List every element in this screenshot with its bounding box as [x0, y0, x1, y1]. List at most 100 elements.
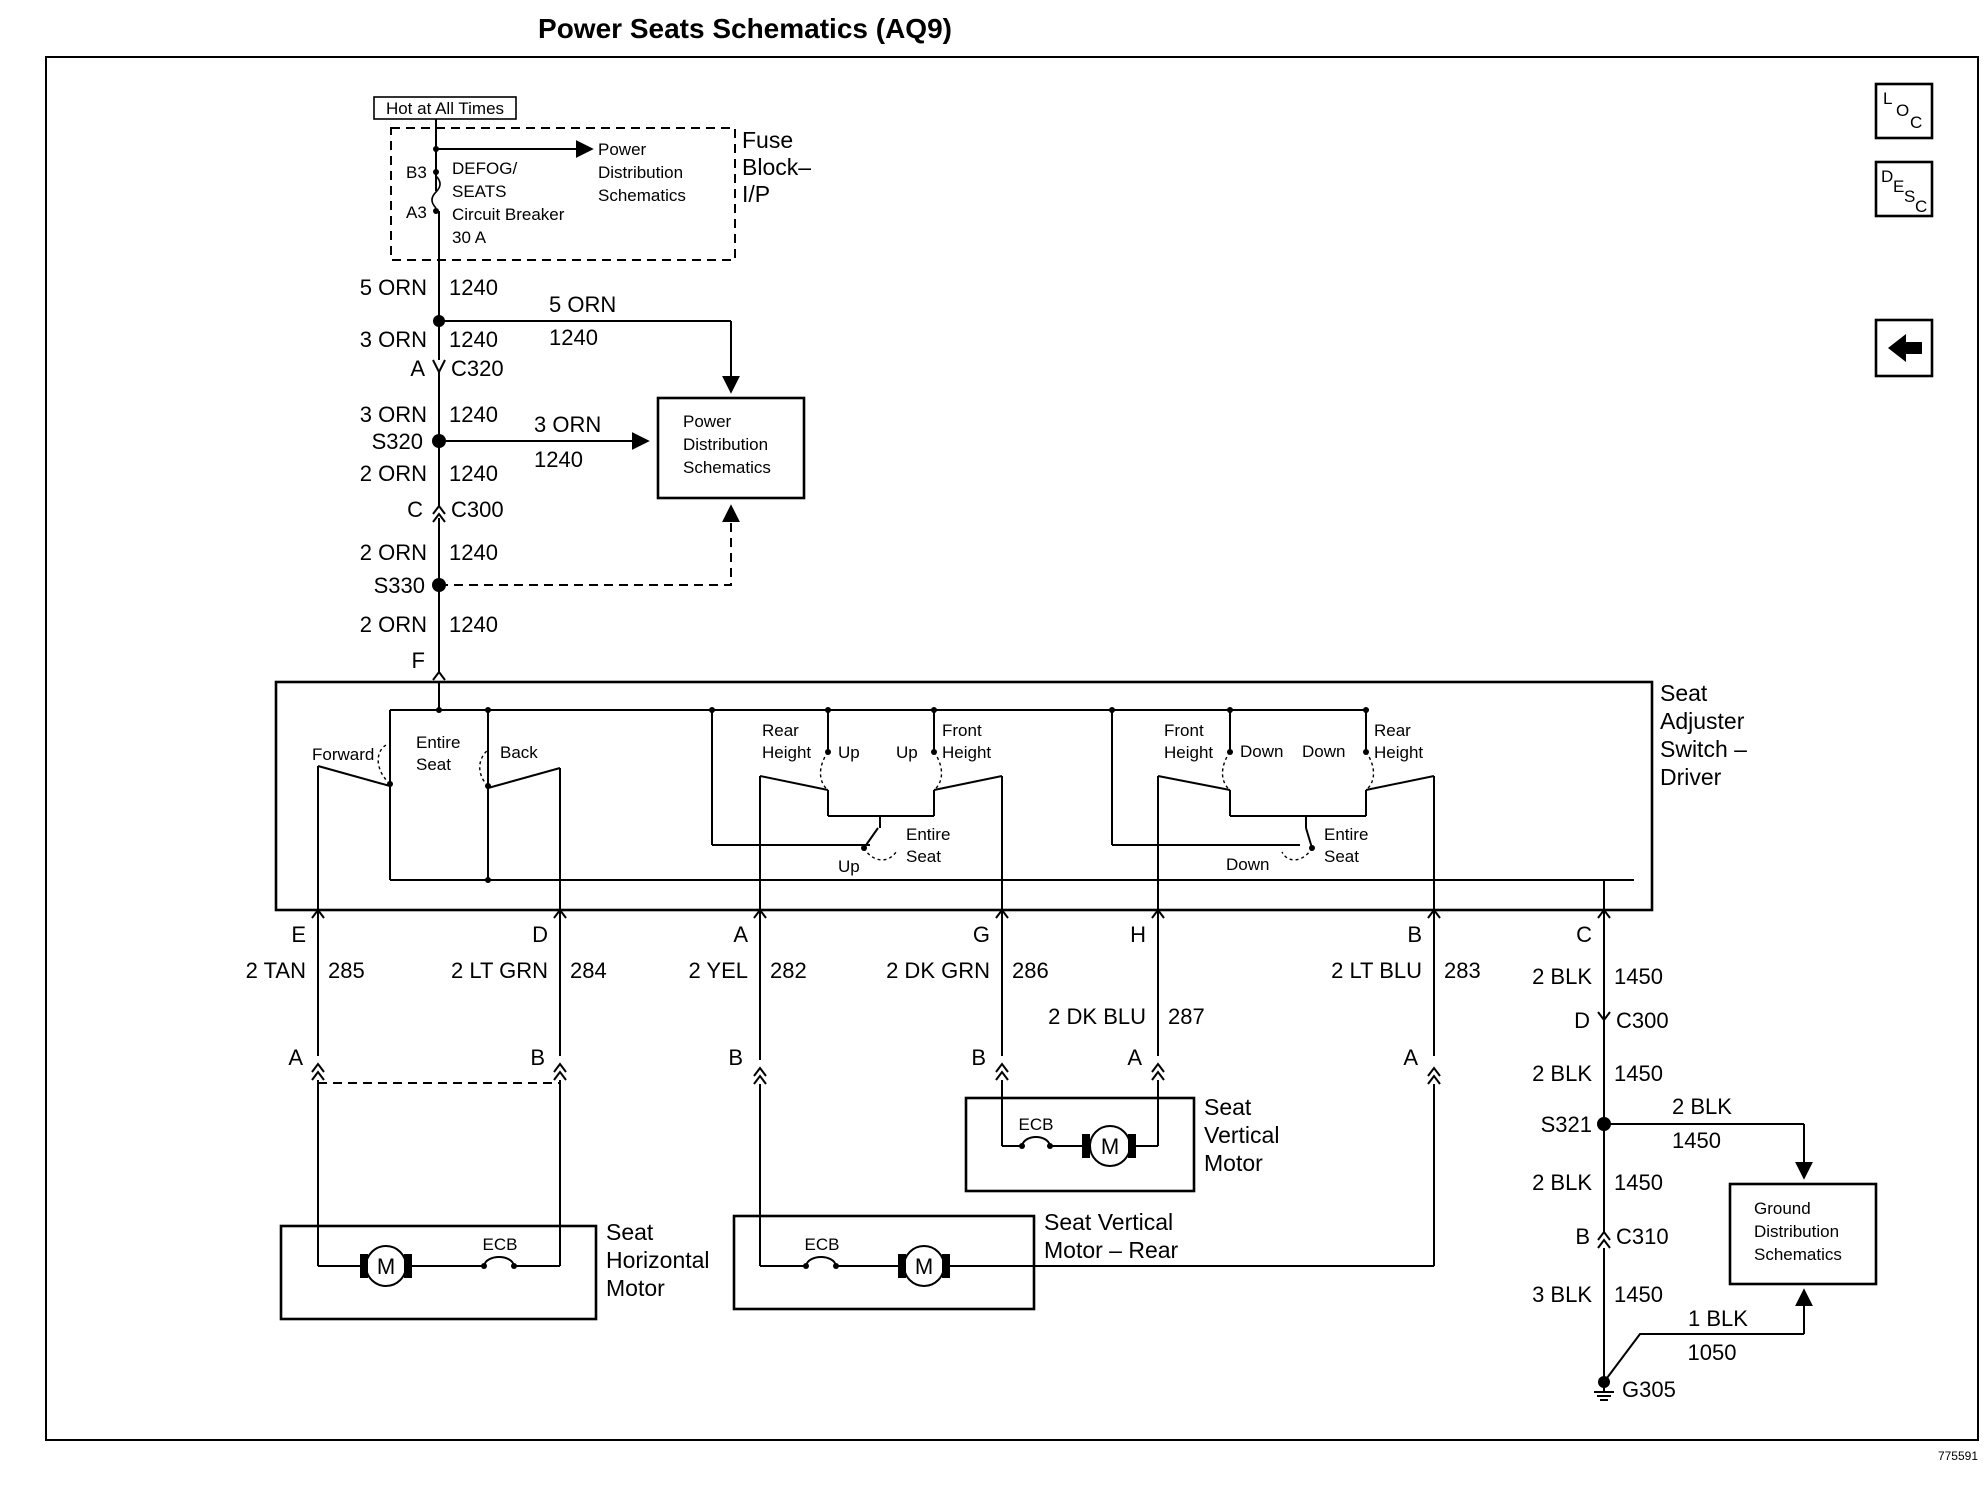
- front-label-1: Seat: [1204, 1094, 1252, 1120]
- pin-a3: A3: [406, 203, 427, 222]
- power-dist-box-1: Power: [683, 412, 732, 431]
- s320-branch-circuit: 1240: [534, 447, 583, 472]
- back-button[interactable]: [1874, 318, 1934, 378]
- gauge-287: 2 DK BLU: [1048, 1004, 1146, 1029]
- front-down-lever: [1157, 775, 1231, 791]
- ground-c300-label: C300: [1616, 1008, 1669, 1033]
- loc-letter-2: O: [1896, 101, 1909, 120]
- rear-motor-brush-r: [942, 1254, 950, 1278]
- breaker-a3-node: [433, 208, 439, 214]
- seat-vertical-motor-box: [964, 1096, 1196, 1193]
- circuit-287: 287: [1168, 1004, 1205, 1029]
- hot-at-all-times-label: Hot at All Times: [386, 99, 504, 118]
- rear-down-throw: [1365, 751, 1375, 791]
- horiz-label-2: Horizontal: [606, 1247, 710, 1273]
- gauge-282: 2 YEL: [688, 958, 748, 983]
- fuse-block-outline: [390, 127, 736, 261]
- feed-w3-circuit: 1240: [449, 402, 498, 427]
- rear-up-throw: [819, 751, 829, 791]
- rear-label-2: Motor – Rear: [1044, 1237, 1179, 1263]
- ground-w4-circuit: 1450: [1614, 1282, 1663, 1307]
- ground-w3-circuit: 1450: [1614, 1170, 1663, 1195]
- loc-letter-3: C: [1910, 113, 1922, 132]
- gauge-286: 2 DK GRN: [886, 958, 990, 983]
- switch-label-4: Driver: [1660, 764, 1722, 790]
- down-label-1: Down: [1240, 742, 1283, 761]
- front-motor-brush-l: [1082, 1134, 1090, 1158]
- rear-ecb-dot-r: [833, 1263, 839, 1269]
- entire-down-throw: [1281, 847, 1313, 861]
- rear-down-lever: [1365, 775, 1435, 791]
- c320-label: C320: [451, 356, 504, 381]
- ground-w2-gauge: 2 BLK: [1532, 1061, 1592, 1086]
- breaker-line-2: SEATS: [452, 182, 506, 201]
- front-ecb-dot-l: [1019, 1143, 1025, 1149]
- front-down-throw: [1221, 751, 1231, 791]
- front-motor-brush-r: [1128, 1134, 1136, 1158]
- rear-label-1: Seat Vertical: [1044, 1209, 1173, 1235]
- pin-h-connector: [1151, 908, 1165, 919]
- horiz-motor-brush-r: [404, 1254, 412, 1278]
- loc-letter-1: L: [1883, 89, 1892, 108]
- feed-w2-gauge: 3 ORN: [360, 327, 427, 352]
- c310-pin: B: [1575, 1224, 1590, 1249]
- horiz-b-connector: [553, 1062, 567, 1081]
- bus-node-f: [436, 707, 442, 713]
- down-label-3: Down: [1226, 855, 1269, 874]
- front-label-2: Vertical: [1204, 1122, 1279, 1148]
- feed-w1-gauge: 5 ORN: [360, 275, 427, 300]
- rear-height-down-1: Rear: [1374, 721, 1411, 740]
- c320-pin: A: [410, 356, 425, 381]
- front-pin-b: B: [971, 1045, 986, 1070]
- g-branch-circuit: 1050: [1688, 1340, 1737, 1365]
- circuit-282: 282: [770, 958, 807, 983]
- front-ecb-dot-r: [1047, 1143, 1053, 1149]
- circuit-284: 284: [570, 958, 607, 983]
- power-distribution-box: [656, 396, 806, 500]
- front-b-connector: [995, 1062, 1009, 1081]
- front-pin-a: A: [1127, 1045, 1142, 1070]
- horiz-a-connector: [311, 1062, 325, 1081]
- pin-c-connector: [1597, 908, 1611, 919]
- back-contact: [487, 767, 561, 789]
- fuse-block-label-1: Fuse: [742, 127, 793, 153]
- pin-d-connector: [553, 908, 567, 919]
- down-label-2: Down: [1302, 742, 1345, 761]
- circuit-286: 286: [1012, 958, 1049, 983]
- entire-seat-horiz-2: Seat: [416, 755, 451, 774]
- c300-connector-symbol: [432, 504, 446, 523]
- s320-branch-gauge: 3 ORN: [534, 412, 601, 437]
- s320-label: S320: [372, 429, 423, 454]
- entire-seat-horiz-1: Entire: [416, 733, 460, 752]
- rear-b-connector: [753, 1066, 767, 1085]
- up-label-1: Up: [838, 743, 860, 762]
- c300-label: C300: [451, 497, 504, 522]
- feed-w5-gauge: 2 ORN: [360, 540, 427, 565]
- page-title: Power Seats Schematics (AQ9): [538, 13, 952, 44]
- back-button-frame: [1874, 318, 1934, 378]
- rear-ecb-dot-l: [803, 1263, 809, 1269]
- breaker-line-3: Circuit Breaker: [452, 205, 565, 224]
- s321-branch-circuit: 1450: [1672, 1128, 1721, 1153]
- entire-seat-up-2: Seat: [906, 847, 941, 866]
- gauge-1450-c: 2 BLK: [1532, 964, 1592, 989]
- forward-label: Forward: [312, 745, 374, 764]
- entire-seat-down-1: Entire: [1324, 825, 1368, 844]
- loc-button-frame: [1874, 82, 1934, 140]
- desc-button[interactable]: D E S C: [1874, 160, 1934, 218]
- power-dist-box-2: Distribution: [683, 435, 768, 454]
- pin-e-connector: [311, 908, 325, 919]
- pin-d: D: [532, 922, 548, 947]
- desc-letter-4: C: [1915, 197, 1927, 216]
- ground-c300-pin: D: [1574, 1008, 1590, 1033]
- loc-button[interactable]: L O C: [1874, 82, 1934, 140]
- pin-b-connector: [1427, 908, 1441, 919]
- breaker-b3-node: [433, 169, 439, 175]
- fuse-power-dist-3: Schematics: [598, 186, 686, 205]
- front-height-down-1: Front: [1164, 721, 1204, 740]
- s330-dashed-link: [439, 510, 732, 586]
- ground-w3-gauge: 2 BLK: [1532, 1170, 1592, 1195]
- pin-b3: B3: [406, 163, 427, 182]
- figure-id: 775591: [1938, 1449, 1978, 1463]
